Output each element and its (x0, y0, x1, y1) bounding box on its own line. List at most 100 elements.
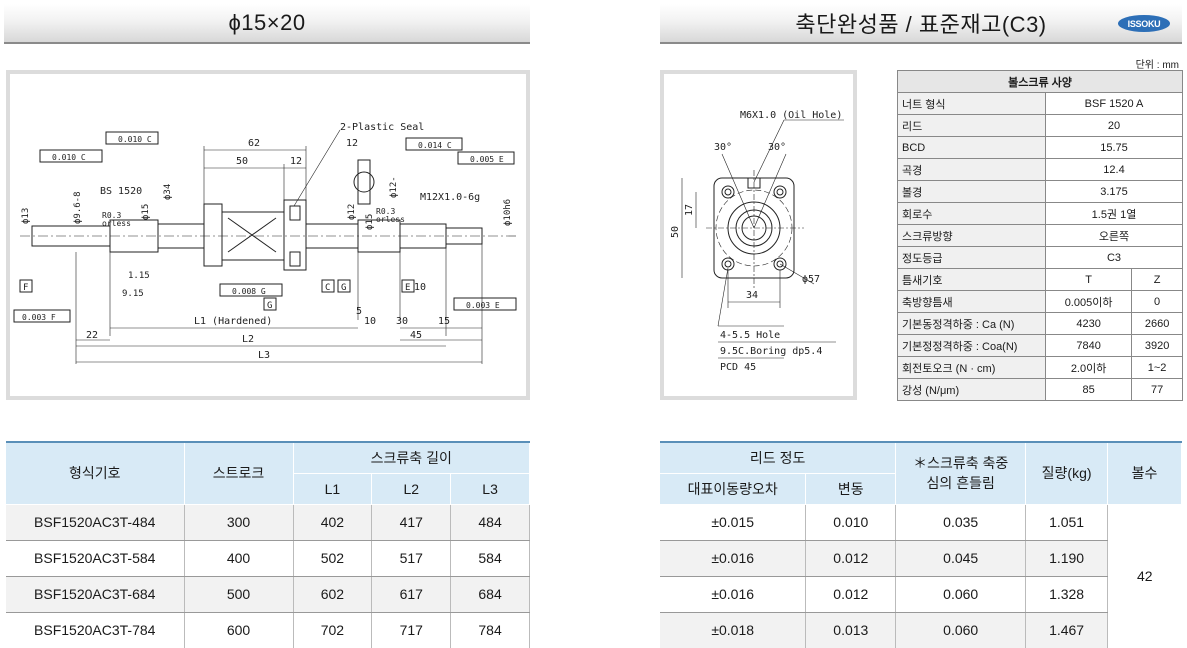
flange-dim-50: 50 (670, 226, 681, 238)
header-stroke: 스트로크 (184, 442, 294, 505)
flange-boring-label: 9.5C.Boring dp5.4 (720, 346, 822, 357)
orless-label-a: orless (102, 219, 131, 228)
table-row: ±0.018 0.013 0.060 1.467 (660, 612, 1182, 648)
header-lead-accuracy: 리드 정도 (660, 442, 897, 474)
dim-9-15: 9.15 (122, 289, 144, 299)
l1-label: L1 (Hardened) (194, 316, 272, 327)
spec-label: 틈새기호 (897, 268, 1046, 291)
cell-representative-error: ±0.018 (660, 612, 807, 648)
datum-e: E (405, 283, 410, 293)
cell-l1: 702 (293, 612, 373, 648)
cell-representative-error: ±0.015 (660, 504, 807, 541)
plastic-seal-label: 2-Plastic Seal (340, 122, 424, 133)
accuracy-table: 리드 정도 ＊스크류축 축중심의 흔들림 질량(kg) 볼수 대표이동량오차 변… (660, 441, 1182, 648)
cell-runout: 0.060 (895, 576, 1027, 613)
header-variation: 변동 (805, 473, 897, 505)
cell-variation: 0.013 (805, 612, 897, 648)
cell-mass: 1.328 (1025, 576, 1109, 613)
datum-g-2: G (341, 283, 346, 293)
header-model: 형식기호 (6, 442, 185, 505)
spec-row: 스크류방향 오른쪽 (897, 224, 1183, 247)
header-l1: L1 (293, 473, 373, 505)
spec-label: 정도등급 (897, 246, 1046, 269)
cell-l1: 602 (293, 576, 373, 613)
spec-value: 3.175 (1045, 180, 1183, 203)
spec-value-t: T (1044, 268, 1133, 291)
table-row: BSF1520AC3T-484 300 402 417 484 (6, 504, 530, 541)
dim-12-seal: 12 (346, 138, 358, 149)
cell-l1: 402 (293, 504, 373, 541)
header-representative-error: 대표이동량오차 (660, 473, 807, 505)
cell-ball-count: 42 (1107, 504, 1182, 648)
phi-34: ϕ34 (163, 184, 173, 200)
spec-row: 너트 형식 BSF 1520 A (897, 92, 1183, 115)
spec-label: 회로수 (897, 202, 1046, 225)
cell-model: BSF1520AC3T-684 (6, 576, 185, 613)
header-l2: L2 (371, 473, 452, 505)
flange-pcd-label: PCD 45 (720, 362, 756, 373)
cell-runout: 0.060 (895, 612, 1027, 648)
cell-l1: 502 (293, 540, 373, 577)
tolerance-frame-6: 0.008 G (232, 287, 266, 296)
dim-22: 22 (86, 330, 98, 341)
cell-l2: 517 (371, 540, 452, 577)
dim-1-15: 1.15 (128, 271, 150, 281)
l3-label: L3 (258, 350, 270, 361)
spec-value-t: 4230 (1044, 312, 1133, 335)
radius-label-a: R0.3 (102, 211, 121, 220)
spec-row: 회전토오크 (N · cm) 2.0이하 1~2 (897, 356, 1183, 379)
cell-mass: 1.190 (1025, 540, 1109, 577)
phi-15-a: ϕ15 (141, 204, 151, 220)
cell-representative-error: ±0.016 (660, 576, 807, 613)
spec-value-z: 1~2 (1131, 356, 1183, 379)
header-screw-length: 스크류축 길이 (293, 442, 530, 474)
phi-12: ϕ12 (347, 204, 357, 220)
phi-13: ϕ13 (21, 208, 31, 224)
spec-row: 기본정정격하중 : Coa(N) 7840 3920 (897, 334, 1183, 357)
header-runout: ＊스크류축 축중심의 흔들림 (895, 442, 1027, 505)
dim-15: 15 (438, 316, 450, 327)
cell-stroke: 500 (184, 576, 294, 613)
cell-variation: 0.012 (805, 576, 897, 613)
tolerance-frame-5: 0.003 F (22, 313, 56, 322)
cell-l2: 617 (371, 576, 452, 613)
dim-50: 50 (236, 156, 248, 167)
tolerance-frame-3: 0.014 C (418, 141, 452, 150)
dim-62: 62 (248, 138, 260, 149)
angle-label-2: 30° (768, 142, 786, 153)
cell-mass: 1.051 (1025, 504, 1109, 541)
datum-f: F (23, 283, 28, 293)
spec-value: C3 (1045, 246, 1183, 269)
dim-10-b: 10 (414, 282, 426, 293)
datum-c: C (325, 283, 330, 293)
spec-title: 볼스크류 사양 (897, 70, 1183, 93)
cell-l3: 684 (450, 576, 530, 613)
ballscrew-drawing-svg: 2-Plastic Seal BS 1520 M12X1.0-6g R0.3 o… (13, 122, 518, 364)
phi-12-b: ϕ12- (389, 176, 399, 198)
cell-l3: 784 (450, 612, 530, 648)
ballscrew-drawing: 2-Plastic Seal BS 1520 M12X1.0-6g R0.3 o… (6, 70, 530, 400)
spec-value: 12.4 (1045, 158, 1183, 181)
spec-row: 틈새기호 T Z (897, 268, 1183, 291)
cell-model: BSF1520AC3T-584 (6, 540, 185, 577)
model-length-table: 형식기호 스트로크 스크류축 길이 L1 L2 L3 BSF1520AC3T-4… (6, 441, 530, 648)
cell-stroke: 400 (184, 540, 294, 577)
cell-stroke: 600 (184, 612, 294, 648)
unit-label: 단위 : mm (1135, 60, 1179, 71)
spec-label: 강성 (N/μm) (897, 378, 1046, 401)
spec-value: BSF 1520 A (1045, 92, 1183, 115)
bs-label: BS 1520 (100, 186, 142, 197)
table-row: ±0.015 0.010 0.035 1.051 42 (660, 504, 1182, 648)
angle-label-1: 30° (714, 142, 732, 153)
spec-row: 회로수 1.5권 1열 (897, 202, 1183, 225)
cell-l2: 417 (371, 504, 452, 541)
orless-label-b: orless (376, 215, 405, 224)
cell-l3: 584 (450, 540, 530, 577)
spec-row: 축방향틈새 0.005이하 0 (897, 290, 1183, 313)
spec-value-t: 0.005이하 (1044, 290, 1133, 313)
header-l3: L3 (450, 473, 530, 505)
spec-row: BCD 15.75 (897, 136, 1183, 159)
spec-label: BCD (897, 136, 1046, 159)
spec-label: 리드 (897, 114, 1046, 137)
l2-label: L2 (242, 334, 254, 345)
